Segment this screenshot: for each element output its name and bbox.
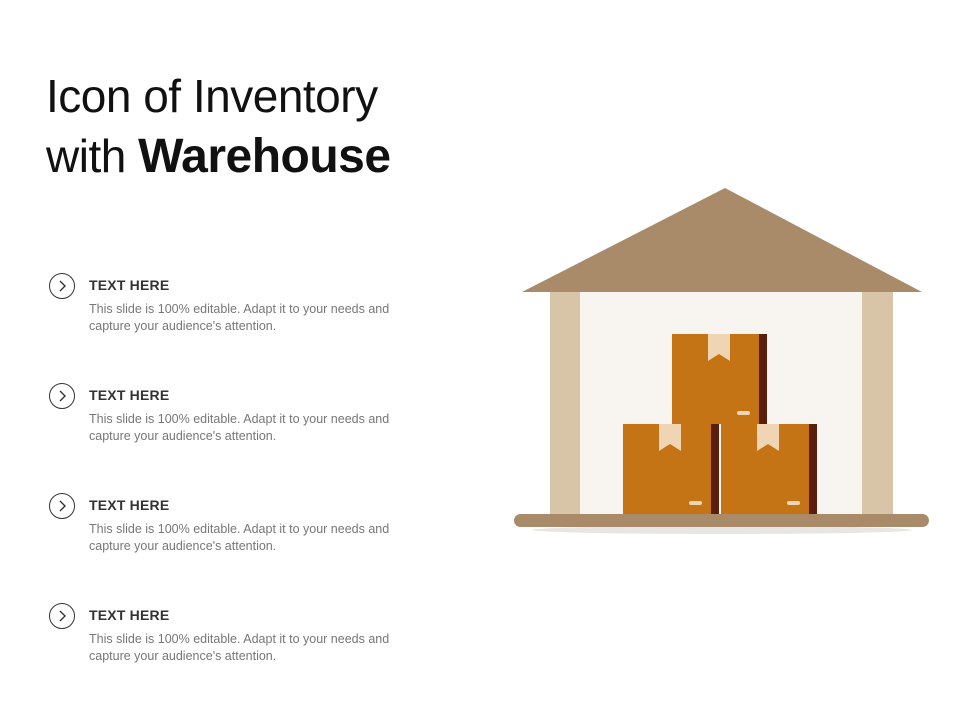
warehouse-floor	[514, 514, 929, 527]
warehouse-roof	[522, 188, 922, 292]
box-bottom-left	[623, 424, 719, 514]
item-heading: TEXT HERE	[89, 387, 170, 403]
item-description: This slide is 100% editable. Adapt it to…	[89, 522, 390, 553]
warehouse-icon	[514, 188, 929, 534]
item-heading: TEXT HERE	[89, 277, 170, 293]
floor-shadow	[532, 526, 912, 534]
list-item: TEXT HERE This slide is 100% editable. A…	[48, 272, 428, 382]
title-line-1: Icon of Inventory	[46, 70, 378, 122]
item-heading: TEXT HERE	[89, 497, 170, 513]
list-item: TEXT HERE This slide is 100% editable. A…	[48, 382, 428, 492]
bullet-list: TEXT HERE This slide is 100% editable. A…	[48, 272, 428, 712]
chevron-right-circle-icon	[49, 493, 75, 519]
warehouse-left-pillar	[550, 290, 580, 515]
chevron-right-circle-icon	[49, 603, 75, 629]
box-bottom-right	[721, 424, 817, 514]
warehouse-right-pillar	[862, 290, 893, 515]
title-line-2: with Warehouse	[46, 126, 391, 187]
chevron-right-circle-icon	[49, 383, 75, 409]
list-item: TEXT HERE This slide is 100% editable. A…	[48, 492, 428, 602]
title-prefix: with	[46, 130, 126, 182]
chevron-right-circle-icon	[49, 273, 75, 299]
box-top	[672, 334, 767, 424]
title-bold: Warehouse	[138, 130, 391, 183]
page-title: Icon of Inventory with Warehouse	[46, 66, 391, 187]
item-description: This slide is 100% editable. Adapt it to…	[89, 632, 390, 663]
list-item: TEXT HERE This slide is 100% editable. A…	[48, 602, 428, 712]
item-heading: TEXT HERE	[89, 607, 170, 623]
item-description: This slide is 100% editable. Adapt it to…	[89, 412, 390, 443]
item-description: This slide is 100% editable. Adapt it to…	[89, 302, 390, 333]
